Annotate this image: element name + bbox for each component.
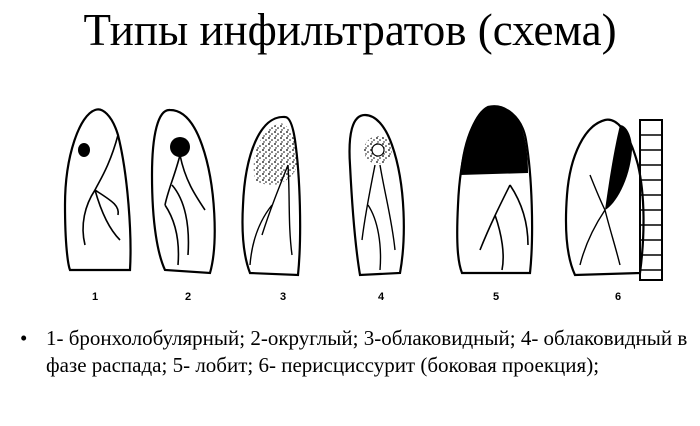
lesion-1 — [78, 143, 90, 157]
lung-6 — [564, 118, 663, 281]
lung-label-2: 2 — [185, 291, 191, 303]
lung-label-6: 6 — [615, 291, 621, 303]
lesion-5 — [460, 105, 528, 175]
lesion-2 — [170, 137, 190, 157]
lung-diagram-svg: 1 2 3 4 5 6 — [63, 105, 663, 303]
lesion-6 — [605, 125, 632, 210]
lung-1 — [63, 108, 132, 272]
lung-5 — [456, 105, 534, 275]
lung-label-1: 1 — [92, 291, 98, 303]
caption-text: 1- бронхолобулярный; 2-округлый; 3-облак… — [46, 326, 688, 377]
lung-4 — [348, 113, 405, 277]
lung-3 — [241, 115, 302, 277]
lung-label-4: 4 — [378, 291, 385, 303]
lung-label-3: 3 — [280, 291, 286, 303]
caption: • 1- бронхолобулярный; 2-округлый; 3-обл… — [20, 325, 690, 379]
ribs-lateral — [639, 119, 663, 281]
lung-2 — [150, 108, 216, 275]
caption-bullet: • — [20, 326, 28, 350]
page-title: Типы инфильтратов (схема) — [83, 5, 617, 55]
lung-diagram: 1 2 3 4 5 6 — [40, 95, 680, 305]
lung-label-5: 5 — [493, 291, 499, 303]
